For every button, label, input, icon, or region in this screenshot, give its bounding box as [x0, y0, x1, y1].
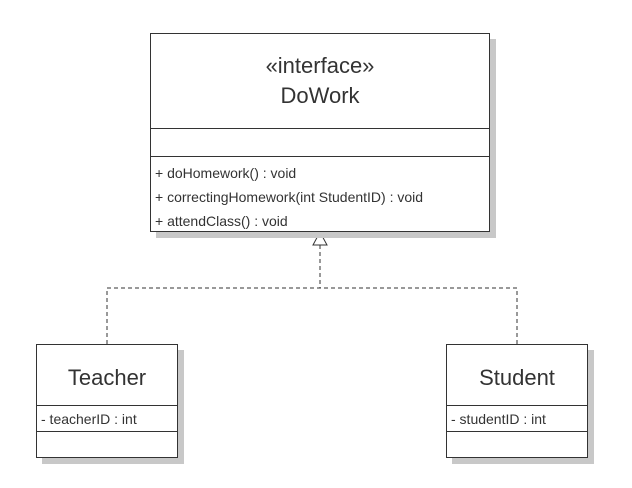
interface-stereotype: «interface» — [265, 53, 375, 78]
attribute-teacherid: - teacherID : int — [41, 411, 137, 427]
student-realization-line — [320, 287, 518, 344]
teacher-attributes-compartment: - teacherID : int — [37, 405, 177, 431]
dowork-interface-box[interactable]: «interface» DoWork + doHomework() : void… — [150, 33, 490, 232]
teacher-class-name: Teacher — [67, 365, 147, 390]
dowork-attributes-compartment — [151, 128, 489, 156]
operation-correctinghomework: + correctingHomework(int StudentID) : vo… — [155, 189, 424, 205]
student-class-header: Student — [447, 345, 587, 405]
student-class-box[interactable]: Student - studentID : int — [446, 344, 588, 458]
teacher-operations-compartment — [37, 431, 177, 457]
dowork-interface-name: DoWork — [280, 83, 360, 108]
student-class-name: Student — [479, 365, 555, 390]
teacher-class-box[interactable]: Teacher - teacherID : int — [36, 344, 178, 458]
student-operations-compartment — [447, 431, 587, 457]
attribute-studentid: - studentID : int — [451, 411, 546, 427]
dowork-operations-compartment: + doHomework() : void + correctingHomewo… — [151, 156, 489, 231]
operation-attendclass: + attendClass() : void — [155, 213, 288, 229]
teacher-realization-line — [106, 245, 321, 344]
dowork-interface-header: «interface» DoWork — [151, 34, 489, 128]
operation-dohomework: + doHomework() : void — [155, 165, 297, 181]
teacher-class-header: Teacher — [37, 345, 177, 405]
student-attributes-compartment: - studentID : int — [447, 405, 587, 431]
realization-arrowhead — [312, 230, 328, 246]
